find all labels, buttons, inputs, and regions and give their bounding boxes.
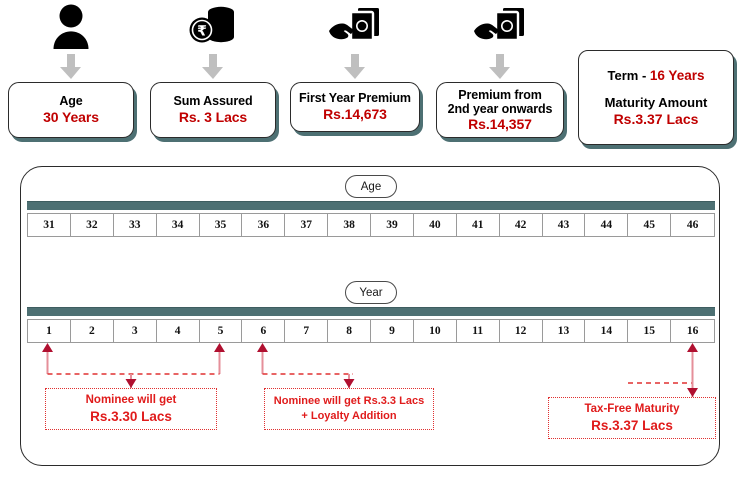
age-row-label-pill: Age xyxy=(345,175,397,198)
card-first-year-premium: First Year Premium Rs.14,673 xyxy=(290,82,420,132)
card-maturity-value: Rs.3.37 Lacs xyxy=(613,110,699,127)
age-cell[interactable]: 40 xyxy=(414,214,457,236)
card-sum-assured-label: Sum Assured xyxy=(173,94,253,109)
year-cell[interactable]: 13 xyxy=(543,320,586,342)
year-cell[interactable]: 10 xyxy=(414,320,457,342)
note-1-line2: + Loyalty Addition xyxy=(301,410,397,422)
card-renewal-premium: Premium from 2nd year onwards Rs.14,357 xyxy=(436,82,564,138)
age-cell[interactable]: 46 xyxy=(686,219,699,231)
card-sum-assured: Sum Assured Rs. 3 Lacs xyxy=(150,82,276,138)
year-cell[interactable]: 7 xyxy=(285,320,329,342)
age-cell[interactable]: 44 xyxy=(585,214,629,236)
age-cell[interactable]: 43 xyxy=(543,214,586,236)
note-2-line2: Rs.3.37 Lacs xyxy=(591,418,673,433)
age-cell[interactable]: 32 xyxy=(71,214,114,236)
card-sum-assured-value: Rs. 3 Lacs xyxy=(178,108,248,125)
hand-cash-icon xyxy=(436,2,564,50)
card-renewal-premium-label-line1: Premium from xyxy=(458,87,542,102)
year-cell[interactable]: 8 xyxy=(328,320,371,342)
card-first-year-premium-label: First Year Premium xyxy=(299,91,411,106)
age-cell[interactable]: 37 xyxy=(285,214,329,236)
age-cell[interactable]: 33 xyxy=(114,214,157,236)
note-0-line2: Rs.3.30 Lacs xyxy=(90,409,172,424)
note-0-line1: Nominee will get xyxy=(85,394,177,406)
age-cell[interactable]: 36 xyxy=(242,214,286,236)
note-box-death-benefit-loyalty: Nominee will get Rs.3.3 Lacs + Loyalty A… xyxy=(264,388,434,430)
year-cell[interactable]: 9 xyxy=(371,320,414,342)
age-cell[interactable]: 45 xyxy=(628,214,672,236)
year-cell[interactable]: 5 xyxy=(200,320,243,342)
card-maturity-row: Maturity Amount Rs.3.37 Lacs xyxy=(605,94,708,128)
age-track-bar xyxy=(27,201,715,210)
age-cell[interactable]: 42 xyxy=(500,214,543,236)
flow-arrow-down-icon xyxy=(8,54,134,82)
age-cell[interactable]: 34 xyxy=(157,214,200,236)
year-cell[interactable]: 16 xyxy=(686,325,699,337)
year-cell[interactable]: 1 xyxy=(28,320,71,342)
card-term-value: 16 Years xyxy=(649,67,705,83)
person-icon xyxy=(8,2,134,50)
year-cell[interactable]: 4 xyxy=(157,320,200,342)
year-cell[interactable]: 15 xyxy=(628,320,672,342)
age-cell[interactable]: 31 xyxy=(28,214,71,236)
age-cell[interactable]: 38 xyxy=(328,214,371,236)
card-age: Age 30 Years xyxy=(8,82,134,138)
year-pill-text: Year xyxy=(359,286,383,299)
card-age-value: 30 Years xyxy=(43,108,99,125)
year-cell[interactable]: 12 xyxy=(500,320,543,342)
card-age-label: Age xyxy=(59,94,83,109)
age-pill-text: Age xyxy=(360,180,382,193)
note-box-maturity-benefit: Tax-Free Maturity Rs.3.37 Lacs xyxy=(548,397,716,439)
flow-arrow-down-icon xyxy=(290,54,420,82)
note-box-death-benefit-early: Nominee will get Rs.3.30 Lacs xyxy=(45,388,217,430)
year-cell[interactable]: 3 xyxy=(114,320,157,342)
year-row-label-pill: Year xyxy=(345,281,397,304)
year-track-bar xyxy=(27,307,715,316)
flow-arrow-down-icon xyxy=(150,54,276,82)
age-cell[interactable]: 39 xyxy=(371,214,414,236)
age-cell[interactable]: 41 xyxy=(457,214,500,236)
card-maturity-label: Maturity Amount xyxy=(604,94,708,110)
age-cell[interactable]: 35 xyxy=(200,214,243,236)
year-cell[interactable]: 11 xyxy=(457,320,500,342)
card-term-label: Term - xyxy=(607,67,650,83)
note-1-line1: Nominee will get Rs.3.3 Lacs xyxy=(273,395,425,407)
svg-text:₹: ₹ xyxy=(197,24,207,40)
coins-rupee-icon: ₹ xyxy=(150,2,276,50)
flow-arrow-down-icon xyxy=(436,54,564,82)
hand-cash-icon xyxy=(290,2,420,50)
card-first-year-premium-value: Rs.14,673 xyxy=(323,105,387,122)
year-cell[interactable]: 6 xyxy=(242,320,286,342)
year-cell[interactable]: 14 xyxy=(585,320,629,342)
card-renewal-premium-label-line2: 2nd year onwards xyxy=(447,101,553,116)
note-2-line1: Tax-Free Maturity xyxy=(584,403,680,415)
year-cell[interactable]: 2 xyxy=(71,320,114,342)
card-renewal-premium-value: Rs.14,357 xyxy=(468,115,532,132)
summary-cards-strip: Age 30 Years xyxy=(0,0,740,155)
card-term-row: Term - 16 Years xyxy=(608,68,705,83)
card-term-maturity: Term - 16 Years Maturity Amount Rs.3.37 … xyxy=(578,50,734,145)
